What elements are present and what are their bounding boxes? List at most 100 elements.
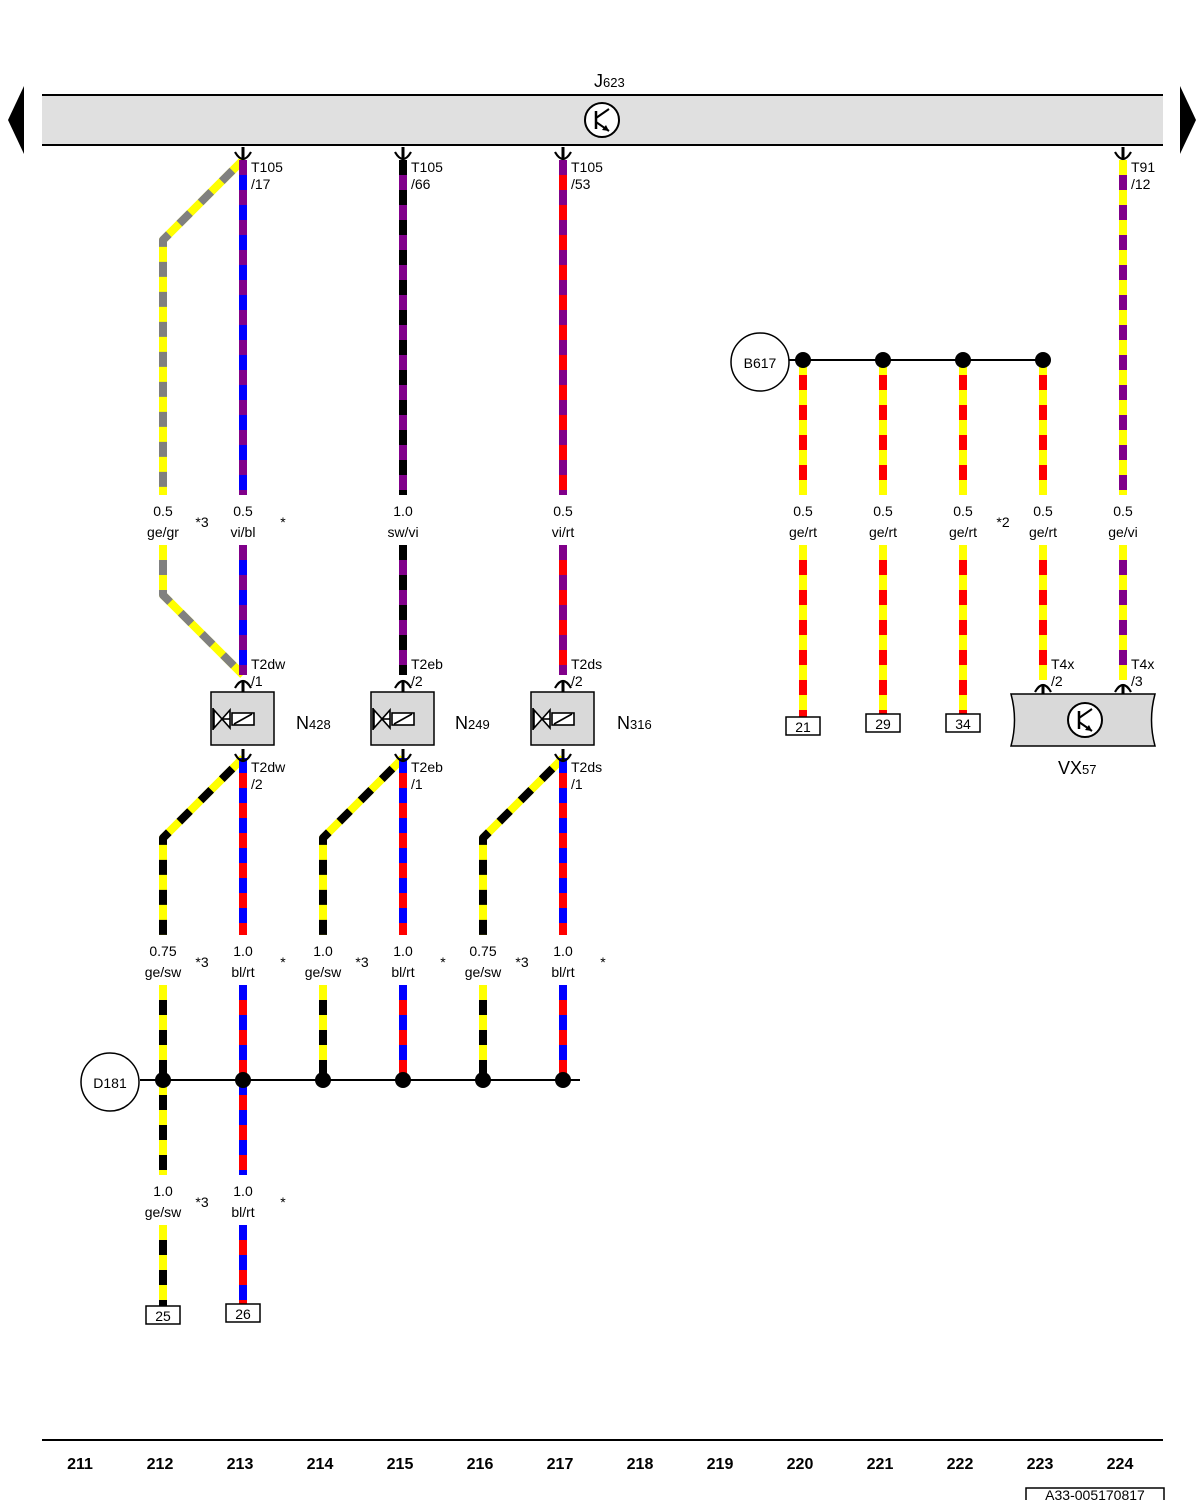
svg-text:1.0: 1.0 [393,503,413,519]
svg-text:*: * [280,514,286,530]
svg-text:0.5: 0.5 [1113,503,1133,519]
svg-text:bl/rt: bl/rt [231,1204,254,1220]
svg-text:223: 223 [1027,1456,1054,1473]
svg-text:/2: /2 [1051,673,1063,689]
connector-pin-icon [234,147,252,161]
connector-pin-icon [234,749,252,763]
svg-text:1.0: 1.0 [153,1183,173,1199]
svg-text:ge/sw: ge/sw [145,964,182,980]
wire-label-w212-upper: 0.5ge/gr*3 [147,503,209,540]
wire-label-w217-mid: 1.0bl/rt* [551,943,606,980]
wire-label-w214-mid: 1.0ge/sw*3 [305,943,369,980]
ref-box-21: 21 [785,716,821,736]
next-page-arrow-icon[interactable] [1180,86,1196,154]
column-numbers: 211 212 213 214 215 216 217 218 219 220 … [67,1456,1133,1473]
svg-text:0.5: 0.5 [873,503,893,519]
solenoid-valve-icon [372,707,415,731]
svg-text:T2dw: T2dw [251,759,286,775]
connector-t105-17: T105/17 [251,159,283,192]
svg-text:/1: /1 [411,776,423,792]
ref-box-29: 29 [865,713,901,733]
svg-text:/1: /1 [251,673,263,689]
label-n249: N249 [455,713,490,733]
ecu-j623: J623 [42,71,1163,146]
component-n316: N316 T2ds/2 T2ds/1 [530,656,652,792]
svg-text:0.5: 0.5 [553,503,573,519]
svg-text:216: 216 [467,1456,494,1473]
svg-text:D181: D181 [93,1075,127,1091]
svg-text:0.5: 0.5 [153,503,173,519]
label-vx57: VX57 [1058,758,1096,778]
connector-pin-icon [554,679,572,693]
svg-text:T2eb: T2eb [411,656,443,672]
previous-page-arrow-icon[interactable] [8,86,24,154]
svg-text:T105: T105 [411,159,443,175]
svg-text:bl/rt: bl/rt [231,964,254,980]
document-id: A33-005170817 [1025,1487,1165,1500]
svg-text:*3: *3 [195,954,208,970]
svg-text:221: 221 [867,1456,894,1473]
top-connector-labels: T105/17 T105/66 T105/53 T91/12 [251,159,1155,192]
transistor-symbol-icon [1067,702,1103,738]
svg-text:*3: *3 [355,954,368,970]
svg-text:21: 21 [795,719,811,735]
svg-text:sw/vi: sw/vi [387,524,418,540]
svg-text:*: * [440,954,446,970]
svg-text:0.75: 0.75 [469,943,496,959]
svg-text:/1: /1 [571,776,583,792]
svg-text:T91: T91 [1131,159,1155,175]
svg-text:ge/sw: ge/sw [305,964,342,980]
wire-stripe-w212-mid [159,755,246,935]
svg-text:1.0: 1.0 [233,943,253,959]
svg-text:*3: *3 [515,954,528,970]
svg-text:T105: T105 [251,159,283,175]
svg-text:vi/bl: vi/bl [231,524,256,540]
svg-text:1.0: 1.0 [553,943,573,959]
wire-label-w213-low: 1.0bl/rt* [231,1183,286,1220]
svg-text:/66: /66 [411,176,431,192]
connector-pin-icon [1114,147,1132,161]
svg-text:0.75: 0.75 [149,943,176,959]
svg-text:34: 34 [955,716,971,732]
ref-box-26: 26 [225,1303,261,1323]
svg-text:/2: /2 [251,776,263,792]
svg-text:ge/rt: ge/rt [949,524,977,540]
svg-text:bl/rt: bl/rt [391,964,414,980]
ref-box-34: 34 [945,713,981,733]
solenoid-valve-icon [212,707,255,731]
svg-text:ge/rt: ge/rt [789,524,817,540]
wire-w212-mid [159,755,246,935]
connector-t91-12: T91/12 [1131,159,1155,192]
wire-label-w215-mid: 1.0bl/rt* [391,943,446,980]
connector-pin-icon [394,679,412,693]
wire-label-w217-upper: 0.5 vi/rt [552,503,575,540]
svg-text:0.5: 0.5 [953,503,973,519]
wire-w212-upper [159,157,246,495]
svg-text:1.0: 1.0 [233,1183,253,1199]
svg-text:ge/sw: ge/sw [465,964,502,980]
junction-b617: B617 [730,332,803,392]
svg-text:*3: *3 [195,514,208,530]
svg-text:222: 222 [947,1456,974,1473]
component-n249: N249 T2eb/2 T2eb/1 [370,656,490,792]
svg-text:215: 215 [387,1456,414,1473]
svg-text:25: 25 [155,1308,171,1324]
svg-text:T2eb: T2eb [411,759,443,775]
wire-label-w222: 0.5 ge/rt *2 [949,503,1010,540]
wire-w216-mid [479,755,566,935]
connector-t105-53: T105/53 [571,159,603,192]
svg-text:*: * [280,954,286,970]
wire-label-w215-upper: 1.0 sw/vi [387,503,418,540]
connector-pin-icon [554,749,572,763]
wire-label-w223: 0.5ge/rt [1029,503,1057,540]
svg-text:*2: *2 [996,514,1009,530]
svg-text:ge/rt: ge/rt [1029,524,1057,540]
svg-text:vi/rt: vi/rt [552,524,575,540]
svg-text:T2ds: T2ds [571,759,602,775]
svg-text:/53: /53 [571,176,591,192]
wire-stripe-w216-mid [479,755,566,935]
wire-labels: 0.5ge/gr*3 0.5 vi/bl * 1.0 sw/vi 0.5 vi/rt 0… [145,503,1138,1220]
ecu-label: J623 [594,71,625,91]
svg-text:ge/vi: ge/vi [1108,524,1138,540]
